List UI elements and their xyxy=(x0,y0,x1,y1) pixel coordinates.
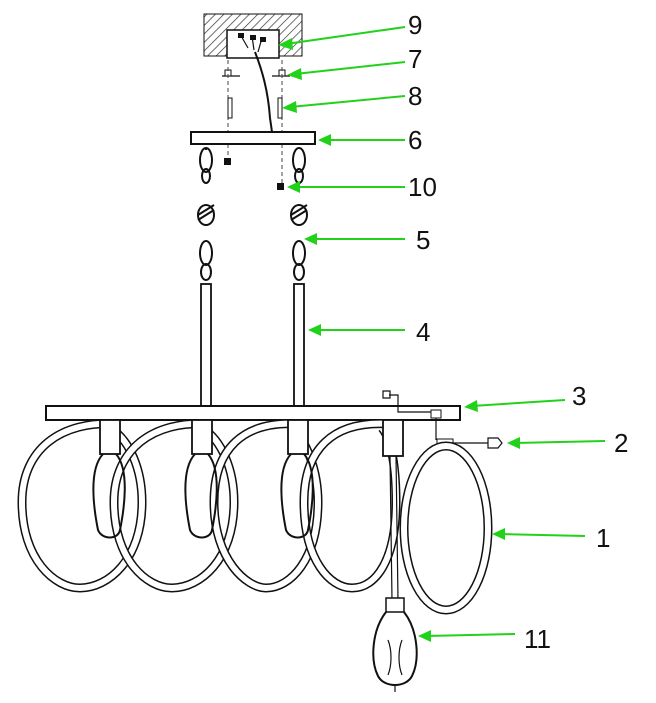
callout-7: 7 xyxy=(408,44,422,74)
callout-1: 1 xyxy=(596,523,610,553)
main-bar xyxy=(45,405,461,421)
chain-right xyxy=(290,147,308,281)
chain-left xyxy=(197,147,215,281)
ceiling-junction-box xyxy=(203,13,303,59)
canopy-plate xyxy=(190,131,316,145)
callout-labels: 9 7 8 6 10 5 4 3 2 1 11 xyxy=(408,10,628,654)
rod-right xyxy=(293,283,305,407)
callout-5: 5 xyxy=(416,225,430,255)
ring-frames xyxy=(17,419,493,615)
hanging-bulb xyxy=(372,455,418,692)
callout-3: 3 xyxy=(572,381,586,411)
rod-left xyxy=(200,283,212,407)
sockets-with-bulbs xyxy=(92,419,404,539)
callout-8: 8 xyxy=(408,81,422,111)
callout-9: 9 xyxy=(408,10,422,40)
callout-arrows xyxy=(278,26,606,642)
nut-right xyxy=(277,183,284,190)
callout-4: 4 xyxy=(416,317,430,347)
callout-11: 11 xyxy=(524,624,551,654)
wire-connectors xyxy=(238,33,266,53)
power-cable xyxy=(254,51,273,133)
callout-10: 10 xyxy=(408,172,437,202)
callout-2: 2 xyxy=(614,428,628,458)
nut-left xyxy=(224,158,231,165)
callout-6: 6 xyxy=(408,125,422,155)
mounting-screws xyxy=(222,60,290,186)
